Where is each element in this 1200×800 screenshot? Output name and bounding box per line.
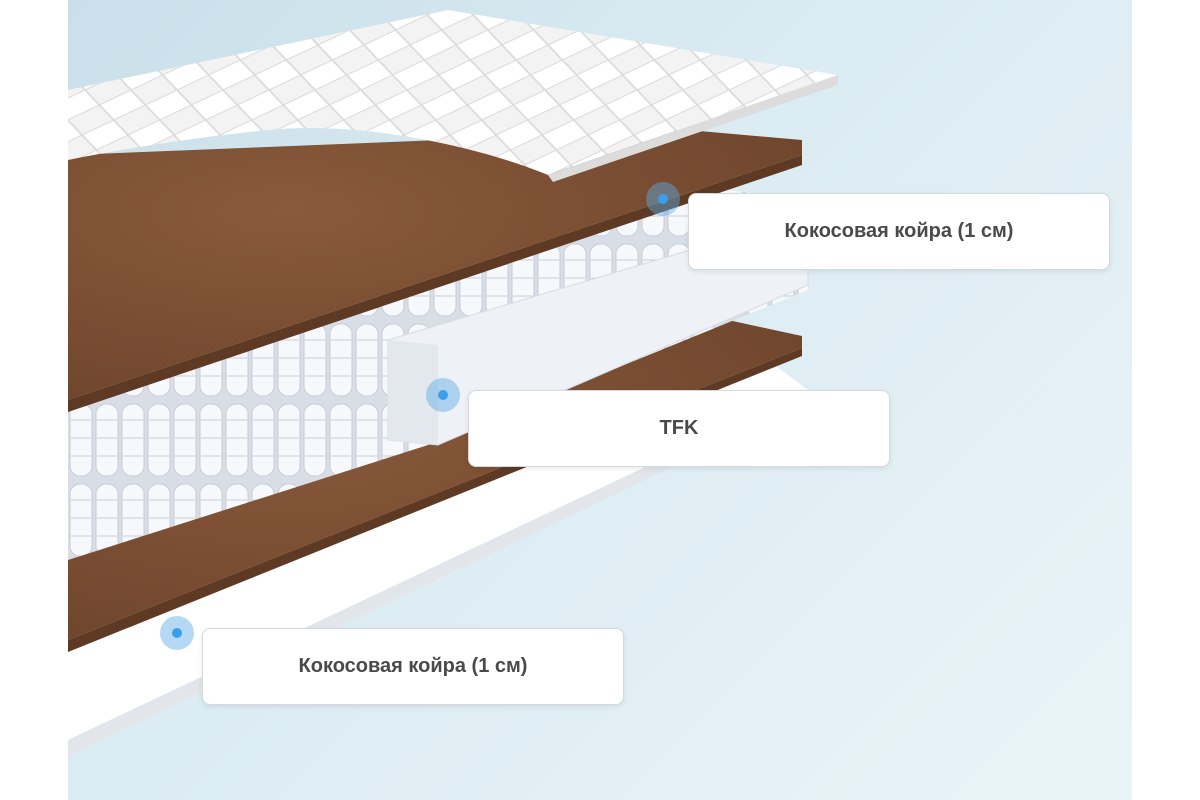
marker-bottom-coir[interactable] [160,616,194,650]
marker-spring-block[interactable] [426,378,460,412]
spring-block-layer [68,185,809,560]
label-bottom-coir: Кокосовая койра (1 см) [202,628,624,705]
top-cover-layer [68,10,838,182]
label-top-coir: Кокосовая койра (1 см) [688,193,1110,270]
marker-top-coir[interactable] [646,182,680,216]
top-coir-layer [68,130,802,412]
label-spring-block: TFK [468,390,890,467]
